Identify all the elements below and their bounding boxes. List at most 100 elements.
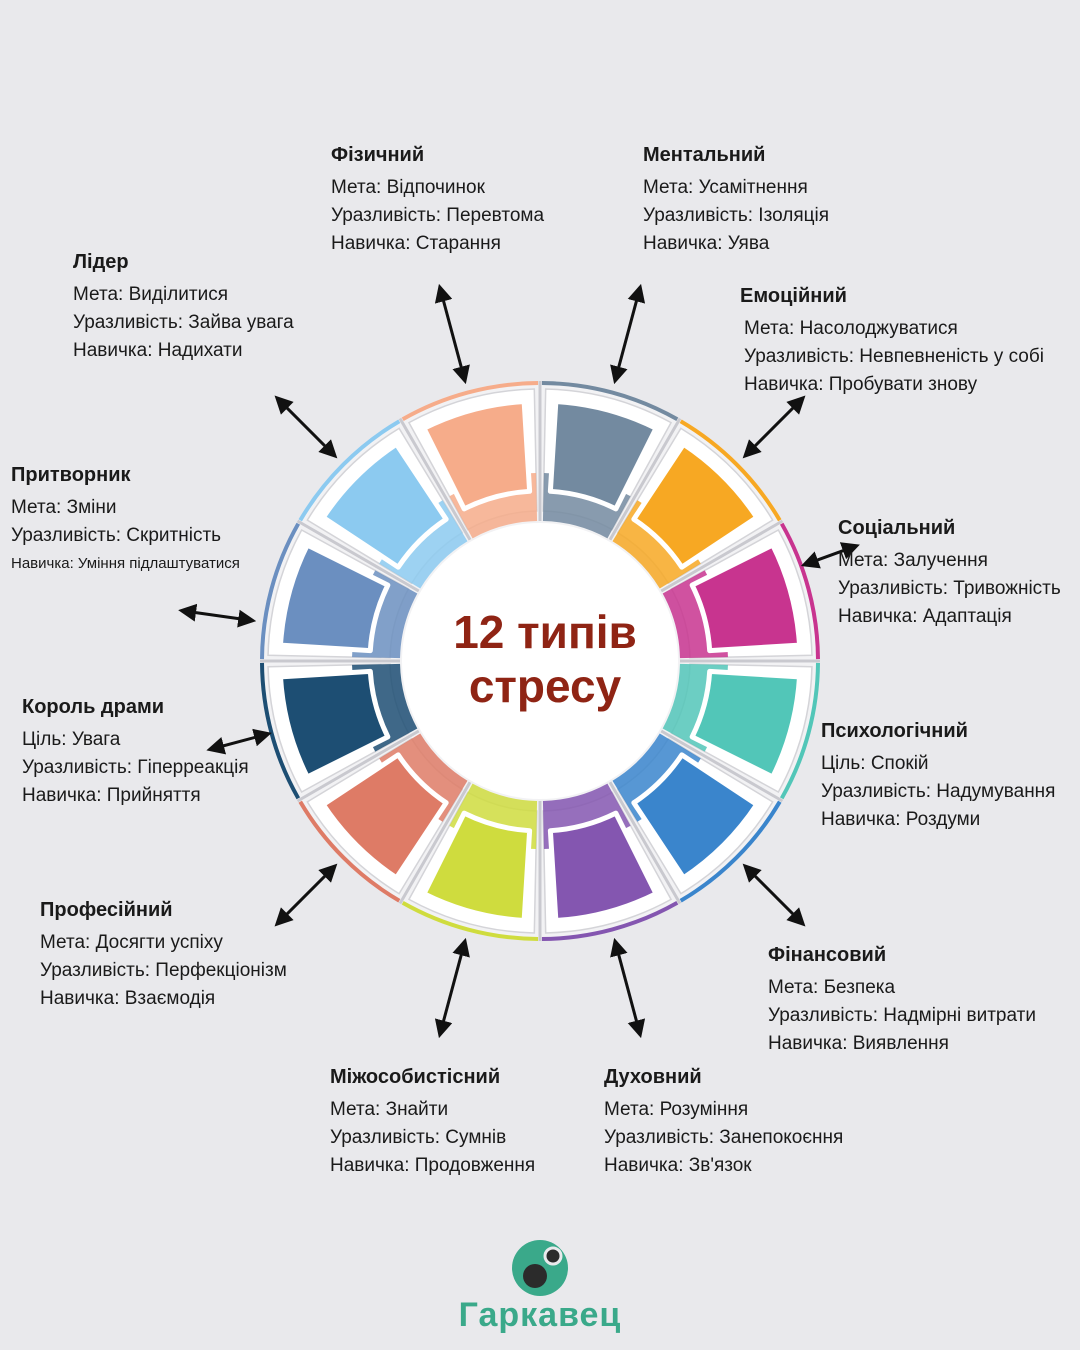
connector-arrow	[434, 937, 470, 1039]
center-title-line2: стресу	[468, 660, 622, 712]
type-vulnerability: Уразливість: Ізоляція	[643, 205, 830, 226]
type-skill: Навичка: Старання	[331, 233, 501, 254]
type-title: Духовний	[604, 1066, 702, 1088]
type-skill: Навичка: Адаптація	[838, 606, 1012, 627]
segment-rim	[401, 900, 539, 941]
segment-tile	[547, 398, 659, 512]
type-title: Ментальний	[643, 144, 766, 166]
type-goal: Мета: Відпочинок	[331, 177, 485, 198]
segment-tile	[320, 752, 449, 881]
connector-arrow	[742, 395, 806, 459]
logo-mark-icon	[512, 1240, 568, 1296]
type-title: Психологічний	[821, 720, 968, 742]
segment-tile	[547, 810, 659, 924]
type-skill: Навичка: Роздуми	[821, 809, 981, 830]
segment-divider	[296, 729, 420, 803]
type-goal: Мета: Виділитися	[73, 284, 228, 305]
segment-tile	[277, 542, 391, 654]
type-label-spiritual: Духовний Мета: Розуміння Уразливість: За…	[604, 1063, 843, 1180]
segment-divider	[296, 519, 420, 593]
type-title: Король драми	[22, 696, 165, 718]
type-vulnerability: Уразливість: Тривожність	[838, 578, 1061, 599]
type-vulnerability: Уразливість: Занепокоєння	[604, 1127, 844, 1148]
connector-arrow	[610, 937, 646, 1039]
segment-divider	[608, 781, 682, 905]
segment-tile	[320, 441, 449, 570]
segment-tile	[631, 441, 760, 570]
type-title: Фінансовий	[768, 944, 887, 966]
connector-arrow	[206, 728, 272, 755]
segment-tile	[689, 668, 803, 780]
segment-rim	[541, 900, 679, 941]
type-vulnerability: Уразливість: Надмірні витрати	[768, 1005, 1036, 1026]
segment-divider	[398, 781, 472, 905]
type-label-mental: Ментальний Мета: Усамітнення Уразливість…	[643, 141, 829, 258]
type-skill: Навичка: Уява	[643, 233, 770, 254]
type-label-leader: Лідер Мета: Виділитися Уразливість: Зайв…	[73, 248, 294, 365]
segment-divider	[660, 729, 784, 803]
segment-rim	[779, 662, 820, 800]
center-title: 12 типів стресу	[410, 605, 680, 713]
segment-rim	[260, 522, 301, 660]
segment-divider	[660, 519, 784, 593]
type-goal: Мета: Розуміння	[604, 1099, 749, 1120]
type-goal: Мета: Насолоджуватися	[744, 318, 958, 339]
type-title: Лідер	[73, 251, 129, 273]
segment-tile	[277, 668, 391, 780]
type-goal: Ціль: Спокій	[821, 753, 929, 774]
type-skill: Навичка: Зв'язок	[604, 1155, 752, 1176]
type-vulnerability: Уразливість: Перевтома	[331, 205, 545, 226]
type-vulnerability: Уразливість: Надумування	[821, 781, 1056, 802]
garkavets-logo: Гаркавец	[455, 1238, 625, 1338]
type-vulnerability: Уразливість: Перфекціонізм	[40, 960, 287, 981]
type-label-professional: Професійний Мета: Досягти успіху Уразлив…	[40, 896, 287, 1013]
type-skill: Навичка: Взаємодія	[40, 988, 216, 1009]
type-skill: Навичка: Продовження	[330, 1155, 536, 1176]
connector-arrow	[610, 283, 646, 385]
segment-rim	[401, 381, 539, 422]
type-vulnerability: Уразливість: Зайва увага	[73, 312, 294, 333]
segment-divider	[398, 417, 472, 541]
type-label-social: Соціальний Мета: Залучення Уразливість: …	[838, 514, 1061, 631]
connector-arrow	[742, 863, 806, 927]
segment-tile	[421, 810, 533, 924]
type-title: Притворник	[11, 464, 131, 486]
type-goal: Ціль: Увага	[22, 729, 121, 750]
type-skill: Навичка: Прийняття	[22, 785, 201, 806]
type-skill: Навичка: Надихати	[73, 340, 243, 361]
segment-divider	[608, 417, 682, 541]
type-vulnerability: Уразливість: Гіперреакція	[22, 757, 249, 778]
type-goal: Мета: Знайти	[330, 1099, 449, 1120]
segment-tile	[421, 398, 533, 512]
type-skill: Навичка: Виявлення	[768, 1033, 949, 1054]
type-label-pretender: Притворник Мета: Зміни Уразливість: Скри…	[11, 461, 240, 578]
type-vulnerability: Уразливість: Невпевненість у собі	[744, 346, 1044, 367]
segment-tile	[689, 542, 803, 654]
center-title-line1: 12 типів	[453, 606, 637, 658]
type-label-physical: Фізичний Мета: Відпочинок Уразливість: П…	[331, 141, 544, 258]
type-label-financial: Фінансовий Мета: Безпека Уразливість: На…	[768, 941, 1036, 1058]
type-goal: Мета: Усамітнення	[643, 177, 808, 198]
type-skill: Навичка: Пробувати знову	[744, 374, 978, 395]
type-vulnerability: Уразливість: Скритність	[11, 525, 222, 546]
type-title: Фізичний	[331, 144, 425, 166]
logo-text: Гаркавец	[458, 1296, 622, 1334]
type-title: Професійний	[40, 899, 173, 921]
type-goal: Мета: Досягти успіху	[40, 932, 223, 953]
segment-rim	[779, 522, 820, 660]
connector-arrow	[178, 603, 257, 628]
type-goal: Мета: Безпека	[768, 977, 896, 998]
segment-tile	[631, 752, 760, 881]
type-title: Емоційний	[740, 285, 847, 307]
segment-rim	[260, 662, 301, 800]
type-goal: Мета: Залучення	[838, 550, 988, 571]
wheel-center	[402, 523, 678, 799]
segment-rim	[541, 381, 679, 422]
connector-arrow	[800, 542, 860, 569]
type-label-interpersonal: Міжособистісний Мета: Знайти Уразливість…	[330, 1063, 535, 1180]
type-label-psychological: Психологічний Ціль: Спокій Уразливість: …	[821, 717, 1055, 834]
type-label-emotional: Емоційний Мета: Насолоджуватися Уразливі…	[740, 282, 1044, 399]
connector-arrow	[434, 283, 470, 385]
type-skill: Навичка: Уміння підлаштуватися	[11, 555, 240, 572]
